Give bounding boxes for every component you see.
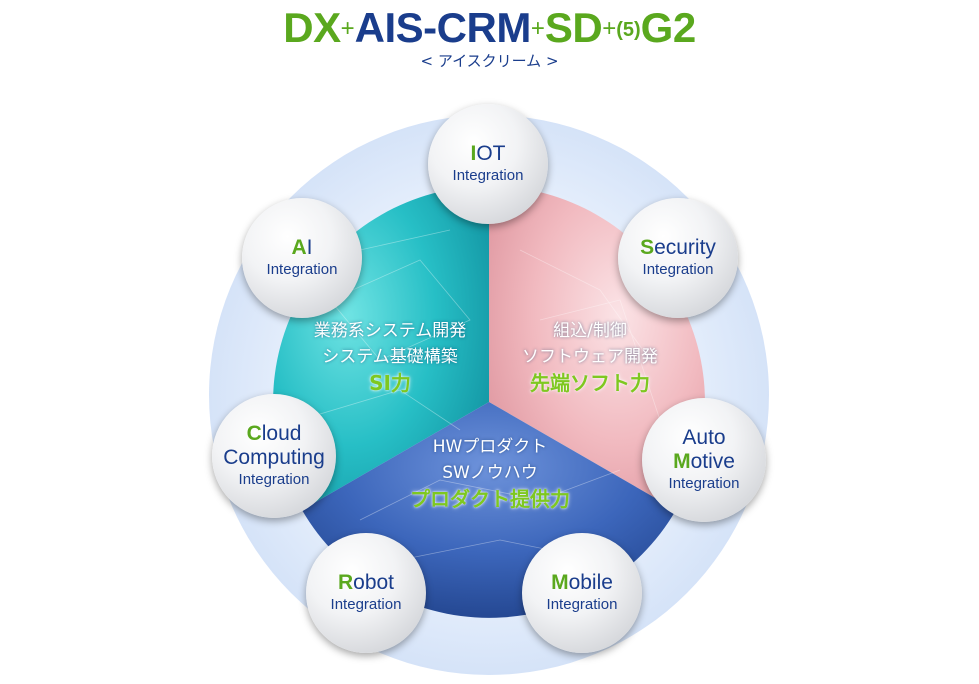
node-automotive-line1: Auto <box>682 426 726 449</box>
segment-product-text: HWプロダクト SWノウハウ プロダクト提供力 <box>380 434 600 512</box>
node-ai-title: AI <box>291 236 313 259</box>
title-dx: DX <box>283 4 341 51</box>
node-cloud-line2: Computing <box>223 446 325 469</box>
title-plus-3: + <box>602 15 617 42</box>
node-mobile: Mobile Integration <box>522 533 642 653</box>
node-cloud-sub: Integration <box>238 471 310 488</box>
product-strong: プロダクト提供力 <box>410 487 570 511</box>
node-security: Security Integration <box>618 198 738 318</box>
node-security-title: Security <box>640 236 716 259</box>
node-iot-sub: Integration <box>452 167 524 184</box>
node-robot-title: Robot <box>337 571 395 594</box>
product-line1: HWプロダクト <box>432 437 548 457</box>
node-security-sub: Integration <box>642 261 714 278</box>
si-strong: SI力 <box>369 371 411 395</box>
node-ai: AI Integration <box>242 198 362 318</box>
node-automotive-line2: Motive <box>673 450 735 473</box>
node-ai-sub: Integration <box>266 261 338 278</box>
segment-software-text: 組込/制御 ソフトウェア開発 先端ソフト力 <box>490 318 690 396</box>
title-plus-2: + <box>530 15 545 42</box>
node-automotive-sub: Integration <box>668 475 740 492</box>
page-title: DX+AIS-CRM+SD+(5)G2 <box>0 4 979 52</box>
node-robot-sub: Integration <box>330 596 402 613</box>
title-plus-1: + <box>340 15 355 42</box>
node-iot: IOT Integration <box>428 104 548 224</box>
page-subtitle: < アイスクリーム > <box>420 52 559 70</box>
node-mobile-sub: Integration <box>546 596 618 613</box>
node-cloud-line1: Cloud <box>246 422 302 445</box>
node-robot: Robot Integration <box>306 533 426 653</box>
node-mobile-title: Mobile <box>551 571 613 594</box>
title-ais-crm: AIS-CRM <box>354 4 532 51</box>
product-line2: SWノウハウ <box>442 463 538 483</box>
si-line1: 業務系システム開発 <box>313 321 467 341</box>
node-automotive: Auto Motive Integration <box>642 398 766 522</box>
title-five: (5) <box>616 19 641 41</box>
software-line1: 組込/制御 <box>553 321 627 341</box>
node-cloud: Cloud Computing Integration <box>212 394 336 518</box>
title-sd: SD <box>544 4 603 51</box>
software-strong: 先端ソフト力 <box>530 371 650 395</box>
si-line2: システム基礎構築 <box>322 347 458 367</box>
software-line2: ソフトウェア開発 <box>522 347 658 367</box>
title-g2: G2 <box>640 4 697 51</box>
segment-si-text: 業務系システム開発 システム基礎構築 SI力 <box>290 318 490 396</box>
node-iot-title: IOT <box>470 142 506 165</box>
